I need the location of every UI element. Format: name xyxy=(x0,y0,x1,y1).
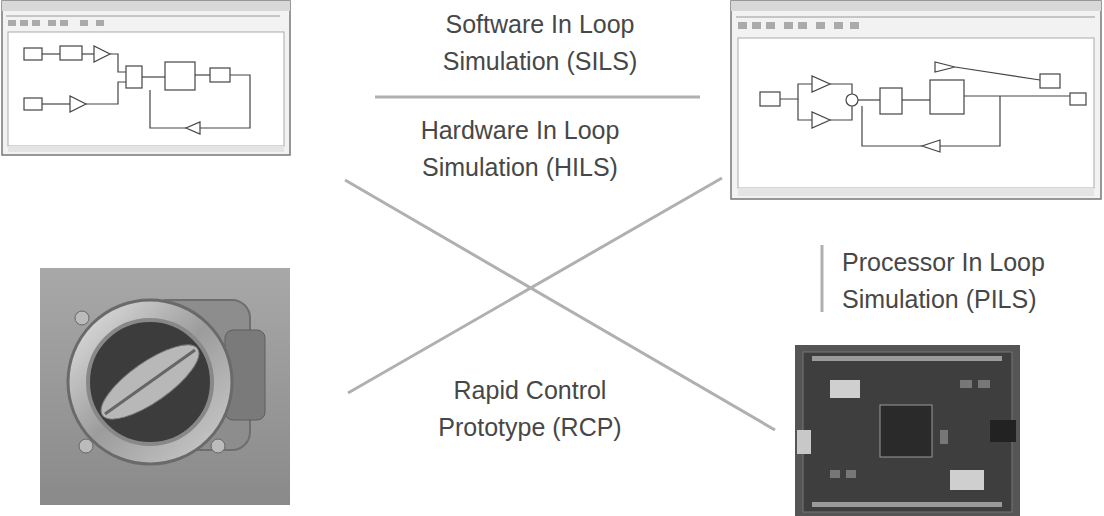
controller-board-photo xyxy=(795,345,1020,516)
controller-screenshot xyxy=(731,1,1101,199)
model-screenshot xyxy=(2,1,290,155)
throttle-body-photo xyxy=(40,268,290,505)
mode-label: Rapid Control Prototype (RCP) xyxy=(405,372,655,446)
mode-label: Hardware In Loop Simulation (HILS) xyxy=(395,112,645,186)
mode-label: Processor In Loop Simulation (PILS) xyxy=(838,244,1094,318)
mode-label: Software In Loop Simulation (SILS) xyxy=(415,6,665,80)
